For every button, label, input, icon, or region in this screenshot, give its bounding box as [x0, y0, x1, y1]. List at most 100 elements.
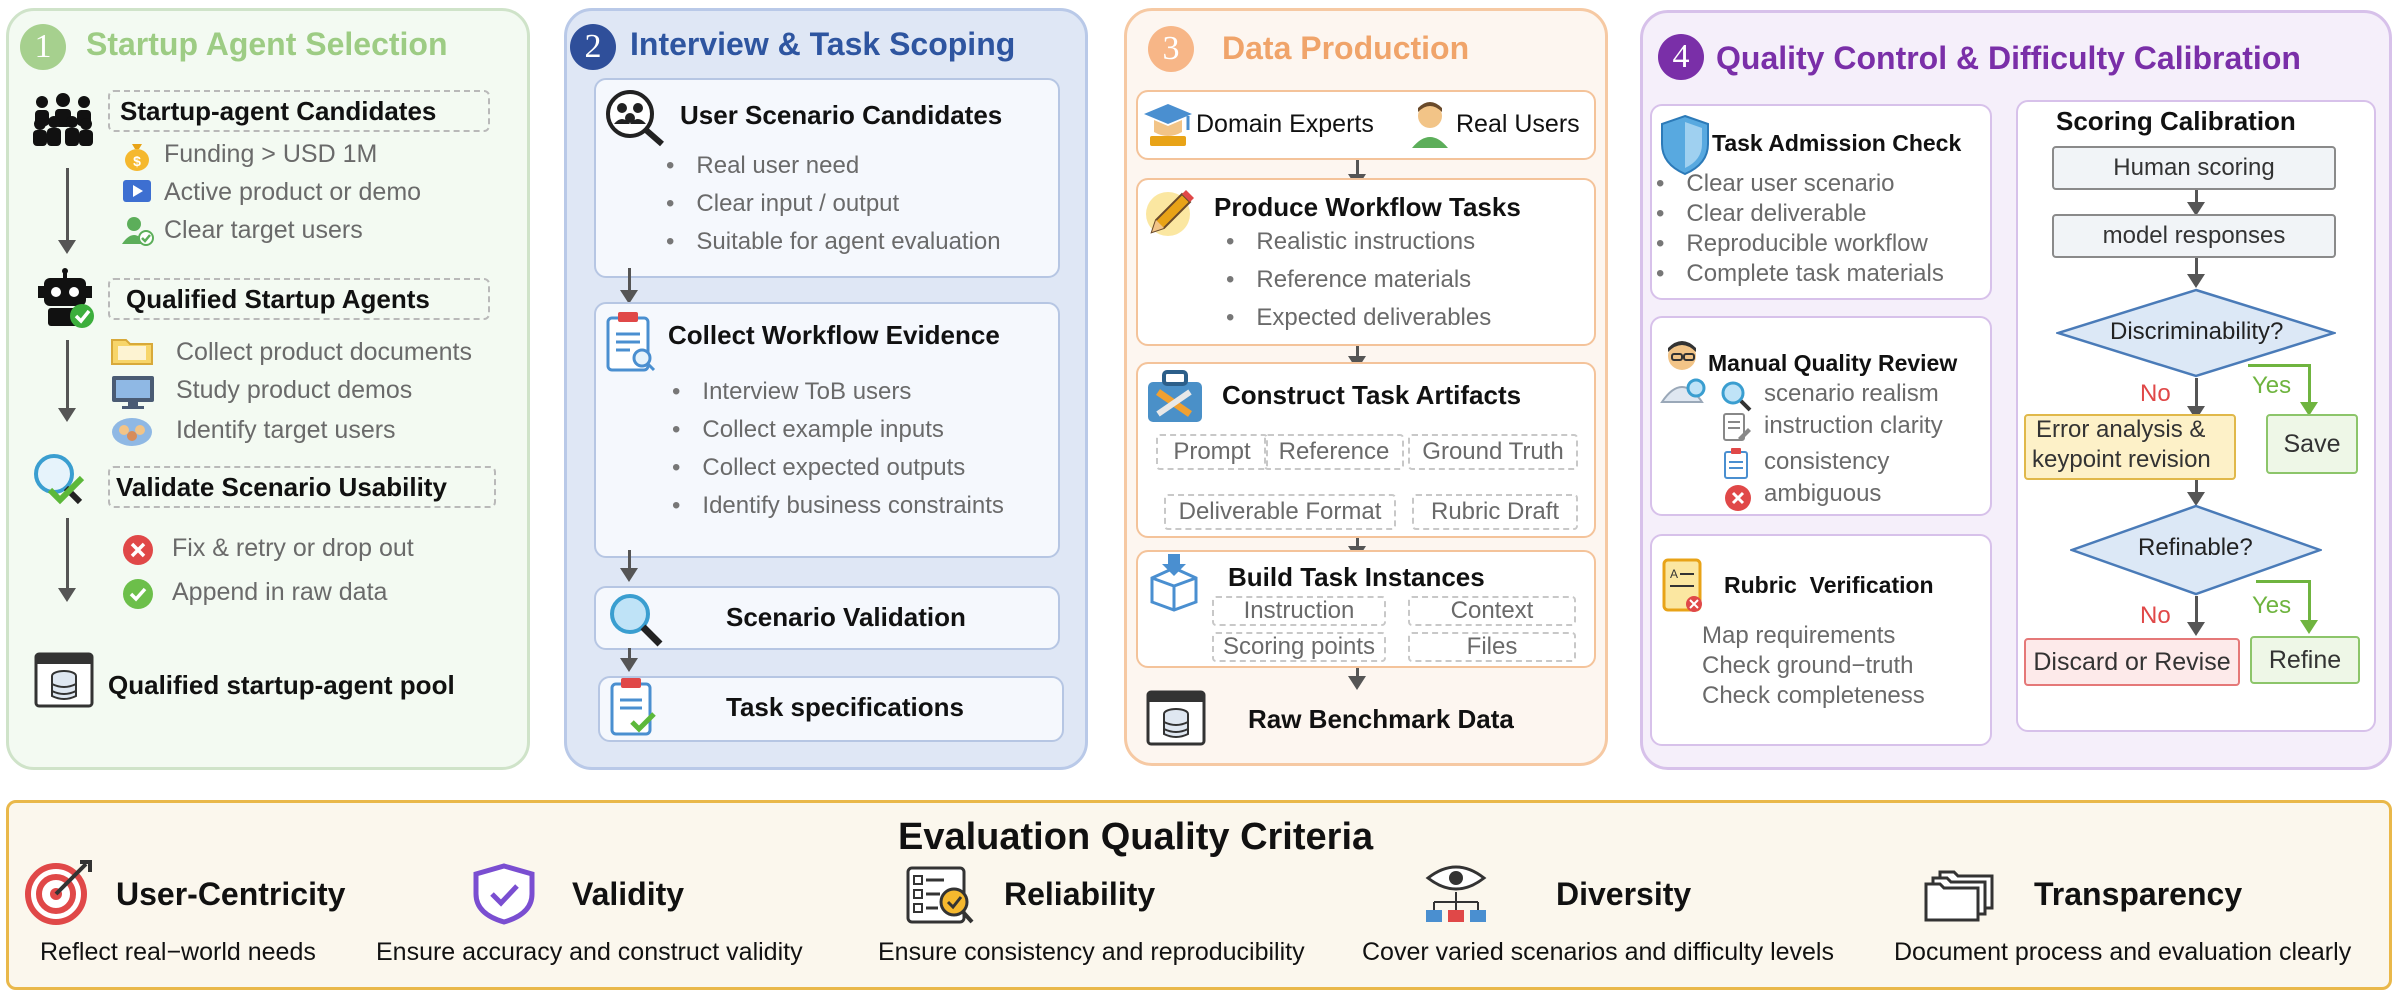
decision-diamond-1 [2056, 288, 2336, 378]
rubric-document-icon: A [1662, 558, 1702, 612]
no1-label: No [2140, 380, 2171, 407]
flow-yes1-line-h [2248, 364, 2310, 367]
instance-tag-instruction: Instruction [1212, 596, 1386, 626]
panel1-title: Startup Agent Selection [86, 26, 448, 62]
step-number-2-text: 2 [584, 28, 602, 65]
validate-title-box [108, 466, 496, 508]
toolbox-icon [1148, 370, 1202, 422]
step-number-1-text: 1 [34, 28, 52, 65]
human-scoring-box: Human scoring [2052, 146, 2336, 190]
artifacts-box [1136, 362, 1596, 538]
candidates-item-users: Clear target users [164, 216, 363, 244]
flow-arrow-3-head [2187, 492, 2205, 506]
arrow-3c-line [1356, 538, 1359, 550]
clipboard-check-icon [610, 678, 656, 736]
artifact-tag-reference: Reference [1264, 434, 1404, 470]
flow-arrow-3-line [2195, 480, 2198, 494]
magnifier-icon [610, 594, 663, 647]
clipboard-icon [1724, 448, 1748, 479]
review-item-4: ambiguous [1764, 480, 1882, 507]
flow-no1-line [2195, 378, 2198, 408]
panel4-title: Quality Control & Difficulty Calibration [1716, 40, 2301, 76]
flow-arrow-1-line [2195, 190, 2198, 204]
artifact-tag-format: Deliverable Format [1164, 494, 1396, 530]
arrow-1c-head [58, 588, 76, 602]
arrow-1a-head [58, 240, 76, 254]
candidates-item-product: Active product or demo [164, 178, 422, 206]
admission-item-4: Complete task materials [1656, 260, 1943, 288]
admission-title: Task Admission Check [1712, 130, 1962, 156]
flow-no2-head [2187, 622, 2205, 636]
step-number-1: 1 [20, 24, 66, 70]
evidence-title: Collect Workflow Evidence [668, 320, 1000, 350]
artifact-tag-ground-truth: Ground Truth [1408, 434, 1578, 470]
step-number-3: 3 [1148, 26, 1194, 72]
eye-network-icon [1425, 865, 1487, 922]
arrow-2c-head [620, 658, 638, 672]
panel2-title: Interview & Task Scoping [630, 26, 1016, 62]
qualified-title-box [108, 278, 490, 320]
users-search-icon [606, 90, 664, 147]
arrow-3d-head [1348, 676, 1366, 690]
decision-diamond-2 [2070, 504, 2322, 596]
raw-title: Raw Benchmark Data [1248, 704, 1514, 734]
flow-yes2-line-h [2256, 580, 2310, 583]
shield-check-icon [473, 863, 535, 925]
arrow-2a-line [628, 268, 631, 292]
validate-item-append: Append in raw data [172, 578, 388, 606]
artifacts-title: Construct Task Artifacts [1222, 380, 1522, 410]
target-users-icon [112, 418, 152, 446]
rubric-item-2: Check ground−truth [1702, 652, 1914, 679]
instances-title: Build Task Instances [1228, 562, 1485, 592]
yes1-label: Yes [2252, 372, 2292, 399]
criteria-desc-3: Ensure consistency and reproducibility [878, 938, 1305, 966]
save-box: Save [2266, 414, 2358, 474]
criteria-title: Evaluation Quality Criteria [898, 816, 1374, 858]
produce-item-1: Realistic instructions [1226, 228, 1475, 256]
magnifier-icon [1721, 381, 1752, 412]
pool-title: Qualified startup-agent pool [108, 670, 455, 700]
candidates-title-box [108, 90, 490, 132]
arrow-2a-head [620, 290, 638, 304]
admission-item-2: Clear deliverable [1656, 200, 1866, 228]
rubric-title: Rubric Verification [1724, 572, 1934, 598]
users-label: Real Users [1456, 110, 1580, 138]
arrow-3b-line [1356, 346, 1359, 358]
disc-label: Discriminability? [2110, 318, 2284, 345]
monitor-icon [112, 376, 154, 409]
instance-tag-files: Files [1408, 632, 1576, 662]
sources-box [1136, 90, 1596, 160]
candidates-item-funding: Funding > USD 1M [164, 140, 378, 168]
instance-tag-context: Context [1408, 596, 1576, 626]
produce-title: Produce Workflow Tasks [1214, 192, 1521, 222]
rubric-box [1650, 534, 1992, 746]
evidence-item-3: Collect expected outputs [672, 454, 965, 482]
spec-box [598, 676, 1064, 742]
admission-item-3: Reproducible workflow [1656, 230, 1927, 258]
scenario-item-3: Suitable for agent evaluation [666, 228, 1000, 256]
clipboard-search-icon [606, 312, 656, 372]
produce-item-2: Reference materials [1226, 266, 1471, 294]
discard-box: Discard or Revise [2024, 638, 2240, 686]
robot-icon [38, 268, 94, 328]
refinable-label: Refinable? [2138, 534, 2253, 561]
error-analysis-box [2024, 414, 2236, 480]
criteria-desc-2: Ensure accuracy and construct validity [376, 938, 803, 966]
error-line-2: keypoint revision [2032, 446, 2211, 473]
rubric-item-1: Map requirements [1702, 622, 1896, 649]
review-item-1: scenario realism [1764, 380, 1939, 407]
validate-item-fix: Fix & retry or drop out [172, 534, 414, 562]
flow-yes1-line-v [2308, 364, 2311, 404]
scenario-item-2: Clear input / output [666, 190, 899, 218]
user-check-icon [122, 217, 154, 246]
database-window-icon [34, 652, 94, 708]
validation-title: Scenario Validation [726, 602, 966, 632]
scenario-item-1: Real user need [666, 152, 859, 180]
qualified-item-demos: Study product demos [176, 376, 413, 404]
experts-label: Domain Experts [1196, 110, 1374, 138]
admission-item-1: Clear user scenario [1656, 170, 1894, 198]
money-bag-icon: $ [125, 144, 149, 171]
shield-icon [1661, 114, 1709, 176]
review-item-2: instruction clarity [1764, 412, 1943, 439]
arrow-1b-line [66, 340, 69, 412]
